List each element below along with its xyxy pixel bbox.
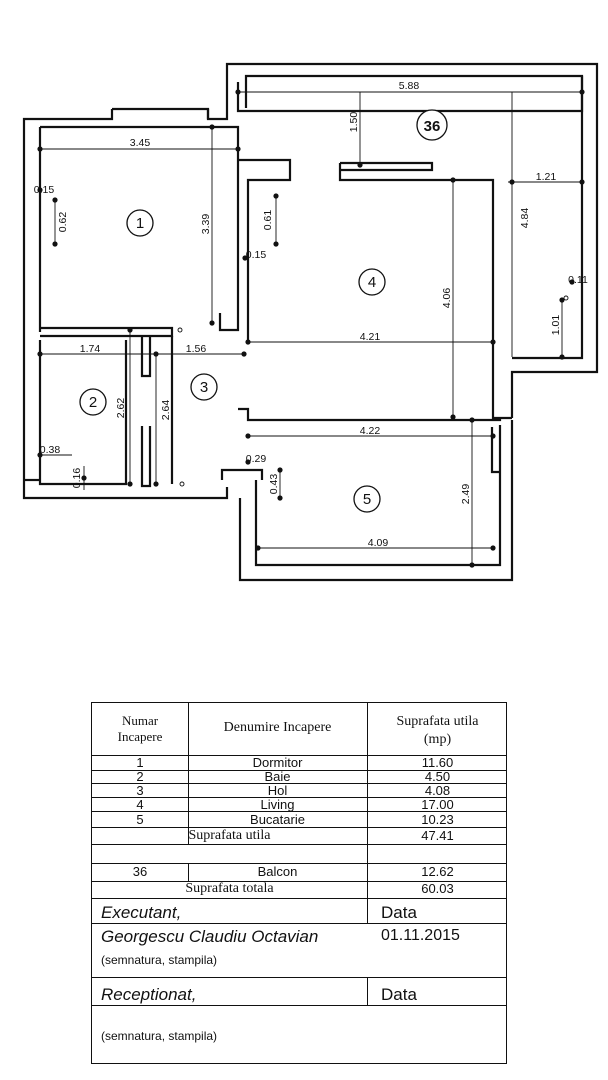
header-suprafata-line1: Suprafata utila [396,714,479,729]
row-name: Bucatarie [250,812,305,827]
dim-label: 0.15 [246,249,267,261]
wall-outline [22,62,599,582]
balcon-name: Balcon [257,864,298,879]
dim-label: 2.49 [460,484,472,505]
suprafata-totala-value: 60.03 [421,881,454,896]
dim-label: 4.09 [368,537,389,549]
balcon-nr: 36 [132,864,148,879]
dim-label: 2.64 [160,400,172,421]
receptionat-date-label: Data [381,985,417,1004]
dim-label: 0.29 [246,453,267,465]
dim-label: 0.16 [71,468,83,489]
dim-label: 0.11 [568,274,588,286]
room-36-number: 36 [424,118,441,135]
header-suprafata-utila: Suprafata utila (mp) [367,713,508,749]
row-area: 11.60 [421,755,454,770]
dim-label: 4.21 [360,331,381,343]
dim-label: 4.84 [519,208,531,229]
row-name: Baie [264,769,291,784]
dim-label: 1.50 [348,112,360,133]
dimension-lines [40,91,582,565]
row-name: Hol [267,783,288,798]
receptionat-label: Receptionat, [101,985,197,1004]
row-area: 17.00 [421,797,454,812]
suprafata-totala-label: Suprafata totala [185,881,274,896]
room-4-number: 4 [368,274,376,291]
dim-label: 1.74 [80,343,101,355]
row-name: Dormitor [252,755,303,770]
dim-label: 0.43 [268,474,280,495]
room-5-number: 5 [363,491,371,508]
dimension-ticks [37,89,585,568]
dim-label: 1.56 [186,343,207,355]
executant-label: Executant, [101,903,182,922]
row-nr: 5 [136,812,144,827]
executant-signature-note: (semnatura, stampila) [101,953,218,967]
row-nr: 2 [136,769,144,784]
header-numar-incapere: Numar Incapere [92,713,188,745]
room-2-number: 2 [89,394,97,411]
row-area: 10.23 [421,812,454,827]
room-3-number: 3 [200,379,208,396]
dim-label: 0.61 [262,210,274,231]
row-nr: 1 [136,755,144,770]
dim-label: 0.15 [34,184,55,196]
room-1-number: 1 [136,215,144,232]
executant-date: 01.11.2015 [381,927,460,944]
receptionat-signature-note: (semnatura, stampila) [101,1029,218,1043]
dim-label: 3.45 [130,137,151,149]
dim-label: 4.06 [441,288,453,309]
dimension-labels: 3.45 5.88 1.50 1.21 4.84 0.15 0.62 3.39 … [34,80,588,549]
header-suprafata-line2: (mp) [423,732,452,747]
row-nr: 4 [136,797,144,812]
dim-label: 1.01 [550,315,562,336]
suprafata-utila-label: Suprafata utila [188,828,271,843]
dim-label: 2.62 [115,398,127,419]
row-nr: 3 [136,783,144,798]
row-name: Living [260,797,295,812]
room-markers: 1 2 3 4 5 36 [79,109,448,513]
header-numar-line2: Incapere [117,729,163,744]
floor-plan: 1 2 3 4 5 36 3.45 5.88 1.50 1.21 4.84 0.… [22,62,599,582]
header-denumire-incapere: Denumire Incapere [223,720,332,735]
dim-label: 5.88 [399,80,420,92]
executant-name: Georgescu Claudiu Octavian [101,927,319,946]
balcon-area: 12.62 [421,864,454,879]
suprafata-utila-value: 47.41 [421,828,454,843]
area-table: Numar Incapere Denumire Incapere Suprafa… [91,702,507,1064]
dim-label: 1.21 [536,171,557,183]
header-numar-line1: Numar [121,713,159,728]
dim-label: 4.22 [360,425,381,437]
row-area: 4.50 [424,769,451,784]
dim-label: 0.62 [57,212,69,233]
executant-date-label: Data [381,903,417,922]
dim-label: 0.38 [40,444,61,456]
dim-label: 3.39 [200,214,212,235]
row-area: 4.08 [424,783,451,798]
